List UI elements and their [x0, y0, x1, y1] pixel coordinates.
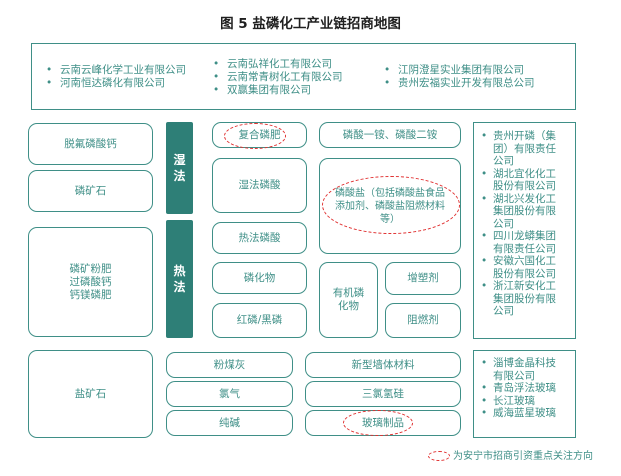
company-item: 安徽六国化工 股份有限公司 — [480, 255, 572, 280]
company-item: 湖北兴发化工 集团股份有限 公司 — [480, 193, 572, 231]
wall-material-box: 新型墙体材料 — [305, 352, 461, 378]
left-box-defluorinated-calcium-phosphate: 脱氟磷酸钙 — [28, 123, 153, 165]
company-item: •云南弘祥化工有限公司 — [213, 58, 332, 70]
highlight-ellipse — [343, 410, 413, 436]
legend-ellipse — [428, 451, 450, 461]
left-box-phosphate-rock: 磷矿石 — [28, 170, 153, 212]
soda-ash-box: 纯碱 — [166, 410, 293, 436]
right-company-list-1: 贵州开磷（集 团）有限责任 公司 湖北宜化化工 股份有限公司 湖北兴发化工 集团… — [480, 130, 572, 318]
company-item: •江阴澄星实业集团有限公司 — [384, 64, 524, 76]
chlorine-box: 氯气 — [166, 381, 293, 407]
company-item: 青岛浮法玻璃 — [480, 382, 572, 395]
left-box-salt-rock: 盐矿石 — [28, 350, 153, 438]
company-item: 四川龙蟒集团 有限责任公司 — [480, 230, 572, 255]
top-company-col1: •云南云峰化学工业有限公司 •河南恒达磷化有限公司 — [46, 64, 186, 90]
trichlorosilane-box: 三氯氢硅 — [305, 381, 461, 407]
company-item: 湖北宜化化工 股份有限公司 — [480, 168, 572, 193]
wet-phosphoric-acid-box: 湿法磷酸 — [212, 158, 307, 213]
highlight-ellipse — [322, 176, 460, 234]
top-company-col2: •云南弘祥化工有限公司 •云南常青树化工有限公司 •双赢集团有限公司 — [213, 58, 343, 97]
company-item: 长江玻璃 — [480, 395, 572, 408]
footnote-text: 为安宁市招商引资重点关注方向 — [453, 451, 593, 462]
footnote: 为安宁市招商引资重点关注方向 — [428, 447, 593, 462]
right-company-list-2: 淄博金晶科技 有限公司 青岛浮法玻璃 长江玻璃 威海蓝星玻璃 — [480, 357, 572, 420]
figure-title: 图 5 盐磷化工产业链招商地图 — [220, 16, 401, 32]
thermal-process-label: 热 法 — [166, 220, 193, 338]
plasticizer-box: 增塑剂 — [385, 262, 461, 295]
phosphide-box: 磷化物 — [212, 262, 307, 294]
company-item: •云南云峰化学工业有限公司 — [46, 64, 186, 76]
wet-process-label: 湿 法 — [166, 122, 193, 214]
highlight-ellipse — [224, 123, 286, 149]
red-black-phosphorus-box: 红磷/黑磷 — [212, 303, 307, 338]
organic-phosphide-box: 有机磷 化物 — [319, 262, 378, 338]
fly-ash-box: 粉煤灰 — [166, 352, 293, 378]
thermal-phosphoric-acid-box: 热法磷酸 — [212, 222, 307, 254]
top-company-col3: •江阴澄星实业集团有限公司 •贵州宏福实业开发有限总公司 — [384, 64, 535, 90]
company-item: 贵州开磷（集 团）有限责任 公司 — [480, 130, 572, 168]
company-item: •河南恒达磷化有限公司 — [46, 77, 165, 89]
company-item: 淄博金晶科技 有限公司 — [480, 357, 572, 382]
left-box-phosphate-fertilizer: 磷矿粉肥 过磷酸钙 钙镁磷肥 — [28, 227, 153, 337]
company-item: 浙江新安化工 集团股份有限 公司 — [480, 280, 572, 318]
flame-retardant-box: 阻燃剂 — [385, 303, 461, 338]
company-item: •双赢集团有限公司 — [213, 84, 311, 96]
company-item: 威海蓝星玻璃 — [480, 407, 572, 420]
company-item: •贵州宏福实业开发有限总公司 — [384, 77, 535, 89]
company-item: •云南常青树化工有限公司 — [213, 71, 343, 83]
top-company-box — [31, 43, 576, 110]
mono-di-ammonium-box: 磷酸一铵、磷酸二铵 — [319, 122, 461, 148]
